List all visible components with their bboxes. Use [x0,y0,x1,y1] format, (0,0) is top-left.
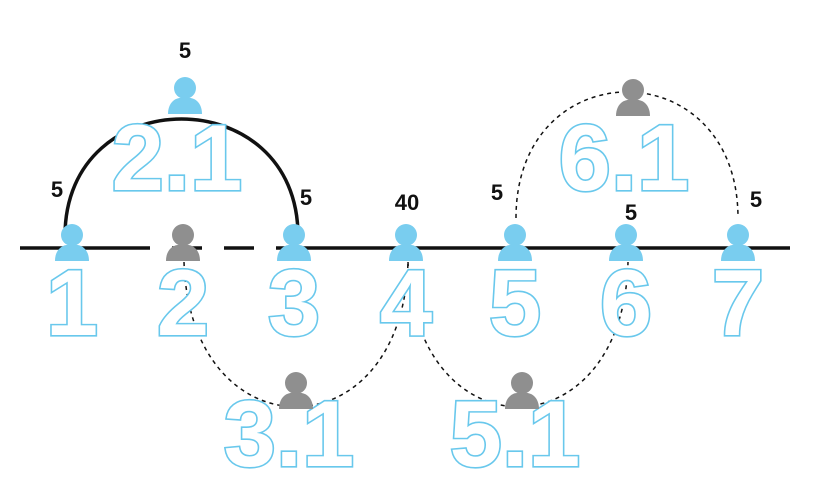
person-icon [277,224,311,261]
node-label-6: 6 [600,250,652,355]
person-icon [166,224,200,261]
person-icon [389,224,423,261]
weight-label: 5 [750,187,762,212]
node-label-3: 3 [268,250,320,355]
arc-1-21-3 [63,117,300,237]
weight-label: 40 [395,190,419,215]
weight-label: 5 [491,180,503,205]
person-icon [609,224,643,261]
weight-label: 5 [300,185,312,210]
person-icon [55,224,89,261]
node-label-2: 2 [157,250,209,355]
person-icon [616,79,650,116]
weight-label: 5 [625,200,637,225]
node-label-5: 5 [489,250,541,355]
person-icon [498,224,532,261]
node-label-4: 4 [380,250,432,355]
person-icon [721,224,755,261]
person-icon [168,77,202,114]
node-label-1: 1 [46,250,98,355]
node-label-2-1: 2.1 [112,105,243,210]
node-label-7: 7 [712,250,764,355]
node-label-6-1: 6.1 [559,105,690,210]
weight-label: 5 [51,177,63,202]
weight-label: 5 [179,38,191,63]
